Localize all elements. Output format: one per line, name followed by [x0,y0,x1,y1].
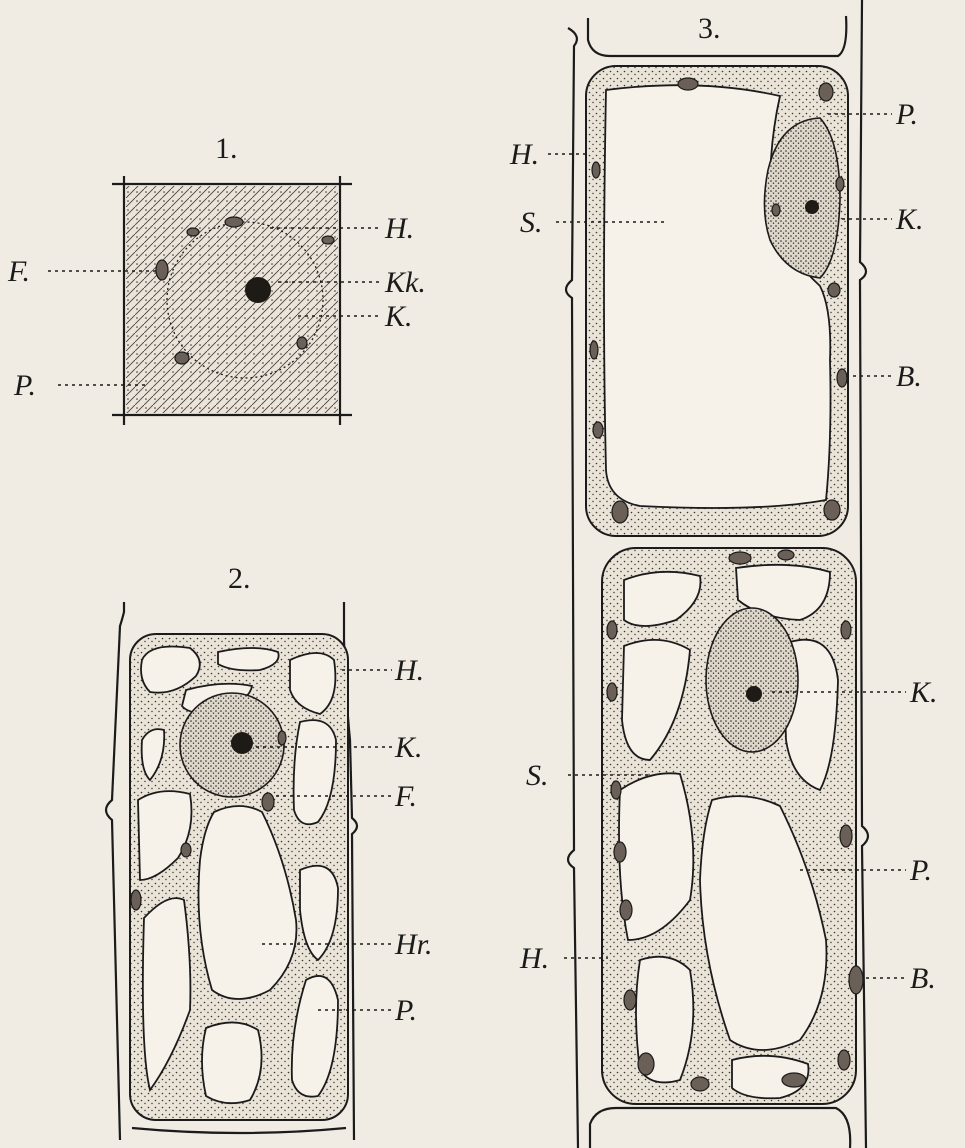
label-fig1-H: H. [384,212,414,245]
label-fig1-K: K. [384,300,413,333]
nucleolus [245,277,271,303]
figure-2: 2. H. K. F. Hr. P. [106,562,433,1140]
label-fig2-P: P. [394,994,417,1027]
label-fig2-Hr: Hr. [394,928,433,961]
figure-1-number: 1. [215,132,238,165]
label-fig3-H: H. [509,138,539,171]
nucleus [706,608,798,752]
label-fig3-P-lower: P. [909,854,932,887]
figure-3-number: 3. [698,12,721,45]
label-fig2-K: K. [394,731,423,764]
label-fig1-Kk: Kk. [384,266,426,299]
nucleolus [746,686,762,702]
label-fig3-H-lower: H. [519,942,549,975]
nucleolus [231,732,253,754]
label-fig3-B-lower: B. [910,962,936,995]
figure-3: 3. [509,0,938,1148]
figure-2-number: 2. [228,562,251,595]
nucleolus [805,200,819,214]
figure-1: 1. H. F. Kk. K. P. [7,132,426,425]
label-fig3-B: B. [896,360,922,393]
label-fig2-F: F. [394,780,417,813]
label-fig2-H: H. [394,654,424,687]
label-fig3-K: K. [895,203,924,236]
label-fig3-K-lower: K. [909,676,938,709]
label-fig3-S-lower: S. [526,759,549,792]
label-fig3-P: P. [895,98,918,131]
label-fig1-F: F. [7,255,30,288]
label-fig3-S: S. [520,206,543,239]
label-fig1-P: P. [13,369,36,402]
